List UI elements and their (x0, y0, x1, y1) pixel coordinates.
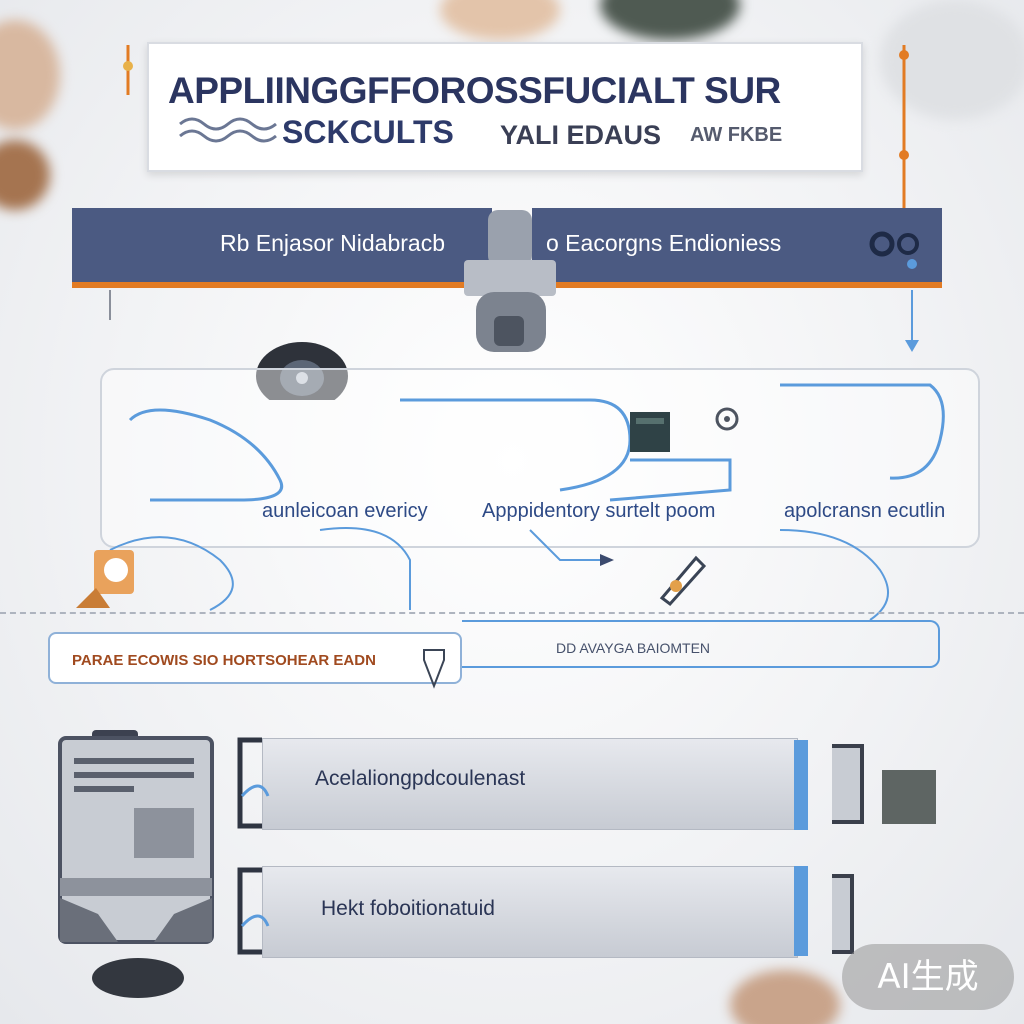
header-bar-right-label: o Eacorgns Endioniess (546, 230, 782, 256)
pencil-icon (423, 649, 445, 689)
target-icon (715, 407, 739, 431)
rail-bracket-icon (237, 737, 270, 955)
wave-icon (179, 117, 277, 143)
diagram-subtitle: SCKCULTS (282, 114, 454, 150)
pen-icon (659, 555, 707, 607)
header-bar-left: Rb Enjasor Nidabracb (72, 208, 492, 288)
connector-device-icon (464, 210, 556, 352)
ai-generated-watermark: AI生成 (842, 944, 1014, 1010)
process-band (100, 368, 980, 548)
person-badge-icon (76, 550, 134, 608)
storage-rail-2: Hekt foboitionatuid (262, 866, 798, 958)
dashed-separator (0, 612, 1024, 614)
bottom-right-panel-label: DD AVAYGA BAIOMTEN (556, 640, 711, 656)
process-label-2: Apppidentory surtelt poom (482, 500, 716, 522)
decor-blob (730, 970, 840, 1024)
rail-connector-icon (794, 740, 936, 956)
storage-rail-2-label: Hekt foboitionatuid (321, 897, 495, 920)
process-label-3: apolcransn ecutlin (784, 500, 946, 522)
process-label-1: aunleicoan evericy (262, 500, 428, 522)
diagram-subtitle-tail: AW FKBE (690, 124, 783, 146)
gear-icon (869, 231, 919, 269)
diagram-title: APPLIINGGFFOROSSFUCIALT SUR (168, 70, 781, 111)
terminal-icon (630, 412, 670, 452)
storage-rail-1-label: Acelaliongpdcoulenast (315, 767, 526, 790)
bottom-right-panel (462, 620, 940, 668)
title-card (147, 42, 863, 172)
document-stack-icon (58, 730, 214, 998)
flow-arrows (109, 383, 945, 621)
header-bar-right: o Eacorgns Endioniess (532, 208, 942, 288)
bottom-left-panel (48, 632, 462, 684)
bottom-left-panel-label: PARAE ECOWIS SIO HORTSOHEAR EADN (72, 652, 376, 669)
guide-lines (109, 45, 919, 352)
storage-rail-1: Acelaliongpdcoulenast (262, 738, 798, 830)
header-bar-left-label: Rb Enjasor Nidabracb (220, 230, 446, 256)
diagram-subtitle-extra: YALI EDAUS (500, 120, 662, 150)
